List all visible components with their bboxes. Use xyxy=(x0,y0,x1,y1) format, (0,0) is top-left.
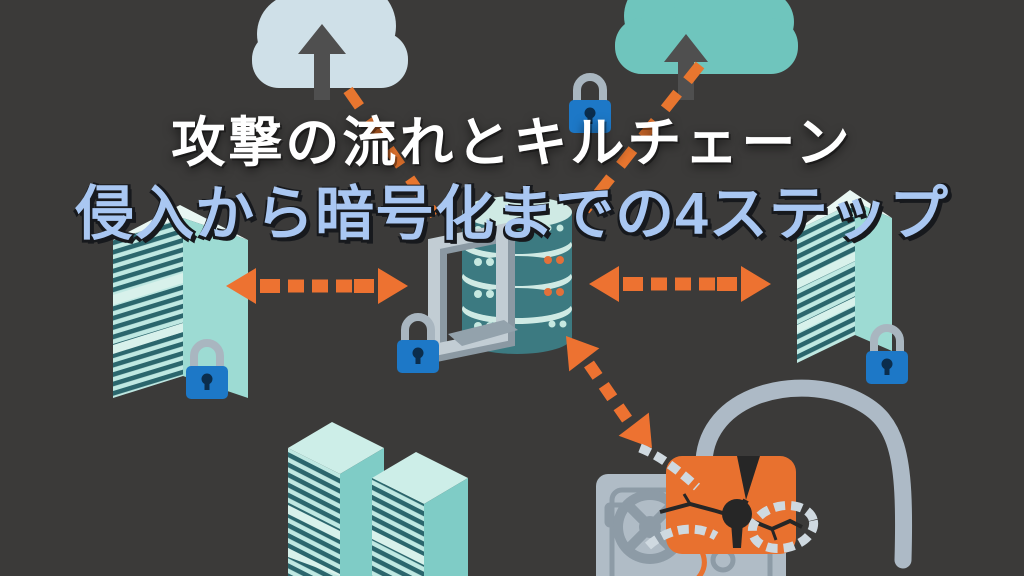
page-subtitle: 侵入から暗号化までの4ステップ xyxy=(75,181,949,247)
dashed-link-right-cloud xyxy=(580,61,705,214)
server-tower-left-icon xyxy=(113,205,248,398)
double-arrow-diagonal xyxy=(566,336,652,448)
dashed-link-left-cloud xyxy=(343,86,440,219)
cloud-upload-left-icon xyxy=(252,0,408,100)
rack-frame-icon xyxy=(428,222,518,363)
server-tower-right-icon xyxy=(797,190,892,363)
chains-icon xyxy=(638,443,819,554)
server-rack-pair-bottom-icon xyxy=(288,422,468,576)
cloud-upload-right-icon xyxy=(615,0,798,100)
page-title: 攻撃の流れとキルチェーン xyxy=(171,113,853,173)
